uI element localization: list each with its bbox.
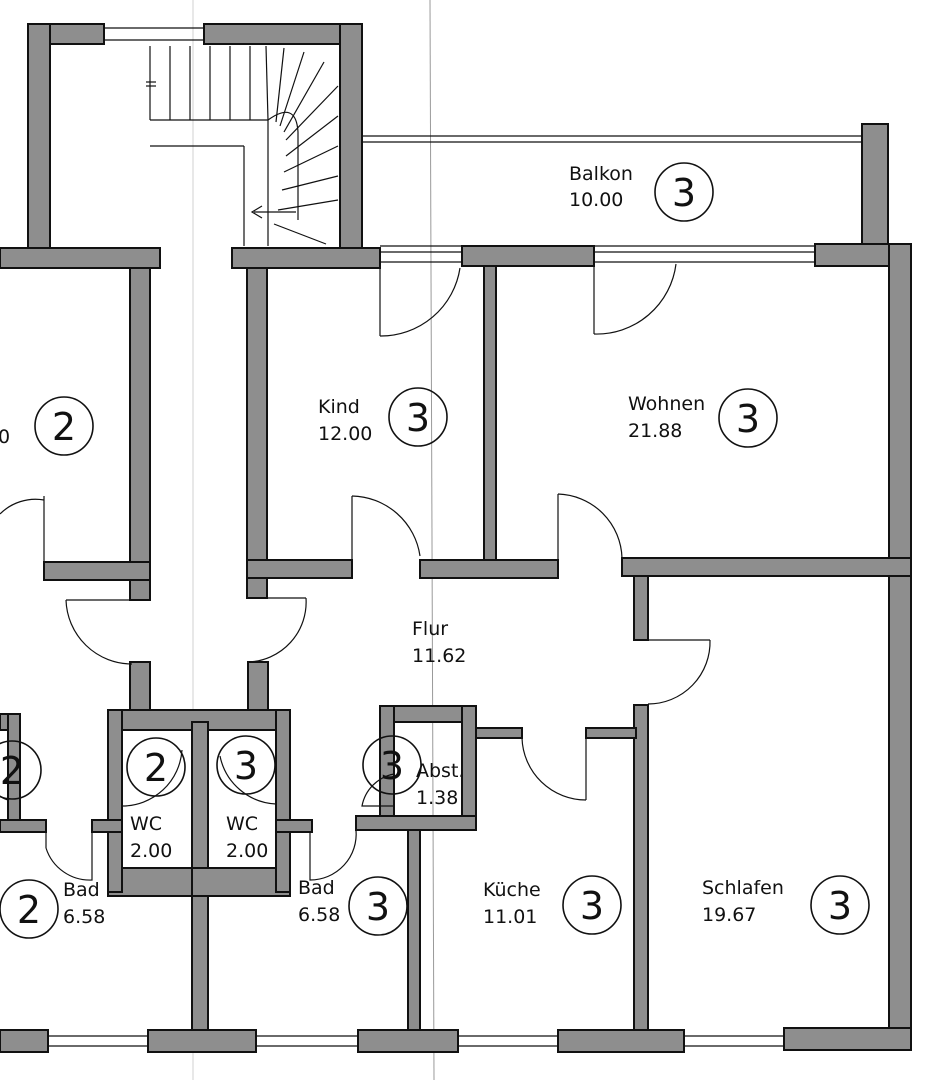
unit-marker-left-edge: 2	[0, 740, 42, 800]
flur-area: 11.62	[412, 645, 466, 667]
schlafen-name: Schlafen	[702, 877, 784, 899]
walls	[0, 23, 912, 1053]
svg-text:3: 3	[366, 885, 390, 929]
balkon-area: 10.00	[569, 189, 623, 211]
bad-left-name: Bad	[63, 879, 100, 901]
svg-text:2: 2	[0, 749, 24, 793]
svg-text:3: 3	[580, 884, 604, 928]
abst-area: 1.38	[416, 787, 458, 809]
bad-left-area: 6.58	[63, 906, 105, 928]
wc-left-name: WC	[130, 813, 162, 835]
kueche-area: 11.01	[483, 906, 537, 928]
bad-right-name: Bad	[298, 877, 335, 899]
unit-marker-left-room: 2	[34, 396, 94, 456]
left-room-area: 0	[0, 426, 10, 448]
svg-text:2: 2	[144, 746, 168, 790]
bad-right-area: 6.58	[298, 904, 340, 926]
schlafen-area: 19.67	[702, 904, 756, 926]
wohnen-area: 21.88	[628, 420, 682, 442]
unit-marker-kind: 3	[388, 387, 448, 447]
kind-area: 12.00	[318, 423, 372, 445]
balkon-name: Balkon	[569, 163, 633, 185]
unit-markers: 3 3 3 3 2 3 2 3	[0, 162, 870, 939]
unit-marker-bad-left: 2	[0, 879, 59, 939]
unit-marker-balkon: 3	[654, 162, 714, 222]
wohnen-name: Wohnen	[628, 393, 705, 415]
svg-text:3: 3	[380, 744, 404, 788]
svg-text:3: 3	[736, 397, 760, 441]
wc-right-area: 2.00	[226, 840, 268, 862]
svg-text:2: 2	[17, 888, 41, 932]
svg-text:3: 3	[672, 171, 696, 215]
unit-marker-bad-right: 3	[348, 876, 408, 936]
svg-text:3: 3	[828, 884, 852, 928]
svg-text:2: 2	[52, 405, 76, 449]
staircase	[146, 45, 339, 246]
unit-marker-wohnen: 3	[718, 388, 778, 448]
unit-marker-wc-right: 3	[216, 735, 276, 795]
unit-marker-abst: 3	[362, 735, 422, 795]
unit-marker-wc-left: 2	[126, 737, 186, 797]
room-labels: Balkon 10.00 Kind 12.00 Wohnen 21.88 Flu…	[0, 163, 784, 928]
svg-text:3: 3	[234, 744, 258, 788]
unit-marker-kueche: 3	[562, 875, 622, 935]
flur-name: Flur	[412, 618, 448, 640]
svg-text:3: 3	[406, 396, 430, 440]
wc-left-area: 2.00	[130, 840, 172, 862]
kueche-name: Küche	[483, 879, 541, 901]
kind-name: Kind	[318, 396, 360, 418]
wc-right-name: WC	[226, 813, 258, 835]
unit-marker-schlafen: 3	[810, 875, 870, 935]
abst-name: Abst.	[416, 760, 464, 782]
